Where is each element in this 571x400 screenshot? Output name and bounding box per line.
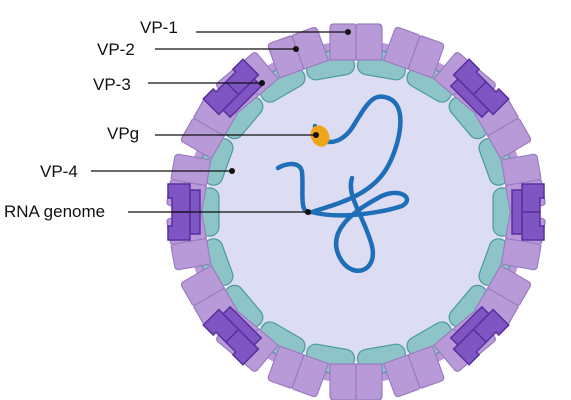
vp1-subunit xyxy=(329,23,383,61)
label-vp2: VP-2 xyxy=(97,40,299,59)
label-rna-genome: RNA genome xyxy=(4,202,311,221)
label-vpg: VPg xyxy=(107,124,319,143)
vp2-subunit xyxy=(511,183,545,241)
label-vp1: VP-1 xyxy=(140,18,351,37)
label-vp4: VP-4 xyxy=(40,162,235,181)
label-vp3-text: VP-3 xyxy=(93,75,131,94)
label-vp4-text: VP-4 xyxy=(40,162,78,181)
label-vp3: VP-3 xyxy=(93,75,265,94)
label-vpg-text: VPg xyxy=(107,124,139,143)
rna-genome-strand xyxy=(275,94,410,273)
vp1-subunit xyxy=(329,363,383,400)
label-vp2-text: VP-2 xyxy=(97,40,135,59)
label-vp1-text: VP-1 xyxy=(140,18,178,37)
vpg-protein xyxy=(310,125,330,147)
label-rna-genome-text: RNA genome xyxy=(4,202,105,221)
